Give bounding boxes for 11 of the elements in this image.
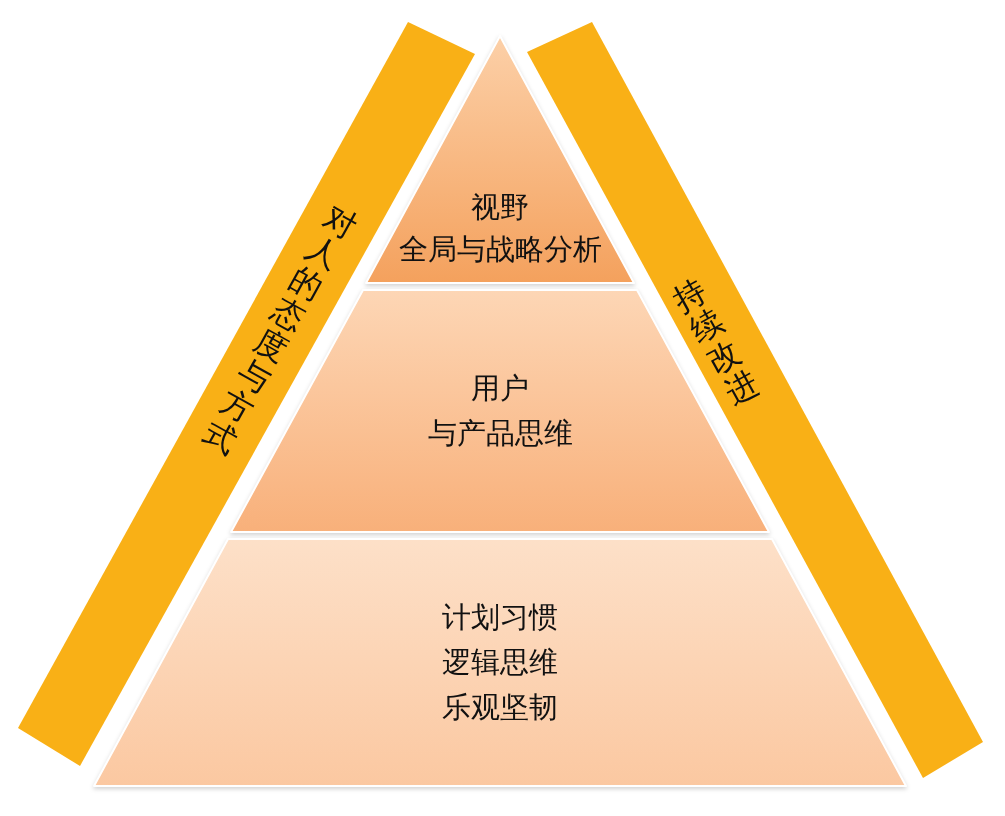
pyramid-tier [94, 539, 906, 786]
tier-label: 逻辑思维 [442, 644, 558, 681]
tier-label: 与产品思维 [427, 415, 573, 452]
band-label: 对人的态度与方式 [197, 199, 363, 461]
band-label: 持续改进 [667, 272, 765, 412]
tier-label: 视野 [471, 189, 529, 226]
tier-label: 乐观坚韧 [442, 689, 558, 726]
tier-label: 全局与战略分析 [398, 231, 602, 268]
tier-label: 用户 [471, 370, 529, 407]
pyramid-tier [366, 36, 634, 283]
tier-label: 计划习惯 [442, 599, 558, 636]
